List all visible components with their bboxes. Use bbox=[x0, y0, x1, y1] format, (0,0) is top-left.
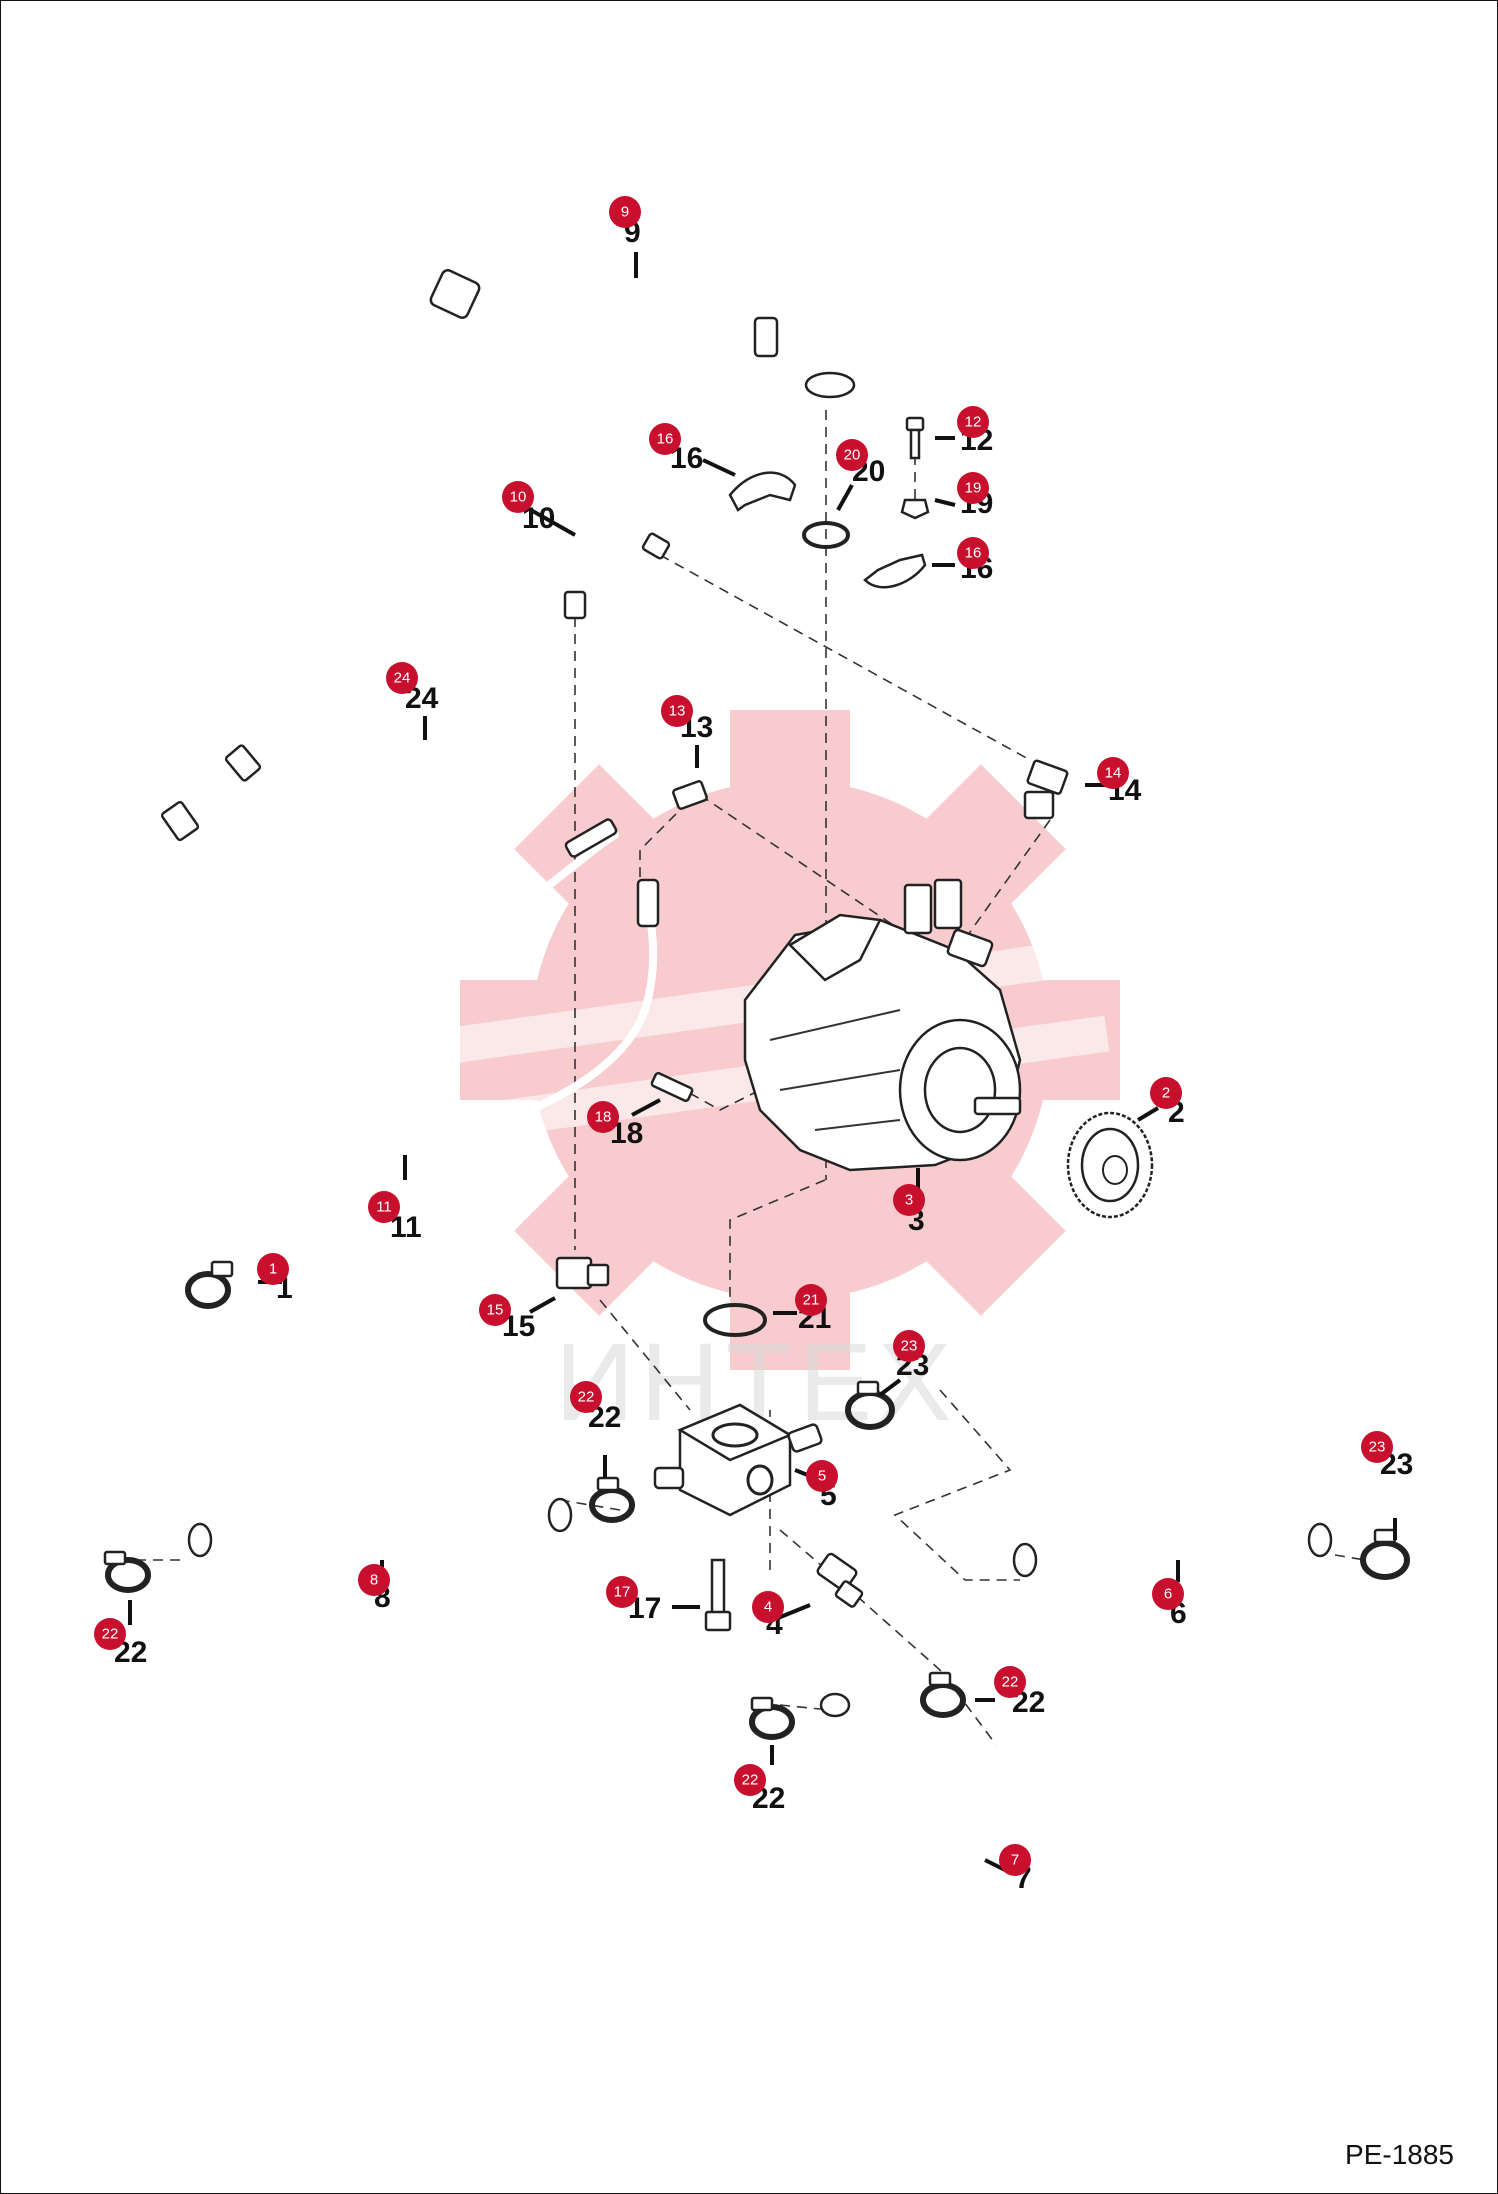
svg-text:20: 20 bbox=[844, 447, 861, 464]
svg-text:21: 21 bbox=[803, 1292, 820, 1309]
part-12-bolt bbox=[905, 416, 925, 460]
svg-text:22: 22 bbox=[1002, 1674, 1019, 1691]
callout-8: 8 8 bbox=[358, 1564, 391, 1614]
part-20-oring bbox=[802, 521, 850, 549]
part-5-manifold-block bbox=[653, 1403, 823, 1517]
part-21-oring bbox=[703, 1303, 767, 1337]
svg-text:7: 7 bbox=[1011, 1852, 1019, 1869]
callout-23-right: 23 23 bbox=[1361, 1431, 1413, 1481]
svg-text:9: 9 bbox=[621, 204, 629, 221]
part-10-tube bbox=[563, 514, 671, 620]
part-9-hose bbox=[405, 240, 856, 400]
callout-11: 11 11 bbox=[368, 1191, 422, 1244]
part-24-hose bbox=[224, 744, 619, 948]
svg-text:23: 23 bbox=[1369, 1439, 1386, 1456]
callout-4: 4 4 bbox=[752, 1591, 784, 1641]
svg-text:18: 18 bbox=[595, 1109, 612, 1126]
callout-20: 20 20 bbox=[836, 439, 885, 488]
part-3-pump bbox=[743, 878, 1022, 1172]
part-8-hose bbox=[185, 1497, 575, 1558]
svg-text:5: 5 bbox=[818, 1468, 826, 1485]
callouts: 9 9 12 12 16 16 20 20 19 19 bbox=[94, 196, 1413, 1895]
callout-22-left: 22 22 bbox=[94, 1618, 147, 1669]
svg-text:24: 24 bbox=[394, 670, 411, 687]
svg-text:14: 14 bbox=[1105, 765, 1122, 782]
document-code: PE-1885 bbox=[1345, 2139, 1454, 2170]
svg-text:17: 17 bbox=[614, 1584, 631, 1601]
callout-3: 3 3 bbox=[893, 1184, 925, 1237]
part-11-hose bbox=[160, 800, 660, 1183]
part-2-gear bbox=[1066, 1111, 1154, 1219]
part-23-clamp-right bbox=[1360, 1528, 1410, 1580]
part-1-clamp bbox=[185, 1260, 234, 1309]
svg-text:22: 22 bbox=[742, 1772, 759, 1789]
svg-text:15: 15 bbox=[487, 1302, 504, 1319]
svg-text:8: 8 bbox=[370, 1572, 378, 1589]
svg-text:16: 16 bbox=[965, 545, 982, 562]
callout-16-upper: 16 16 bbox=[649, 423, 703, 475]
callout-22-center: 22 22 bbox=[570, 1381, 621, 1434]
callout-12: 12 12 bbox=[957, 406, 993, 457]
callout-22-lower: 22 22 bbox=[734, 1764, 785, 1815]
svg-text:12: 12 bbox=[965, 414, 982, 431]
svg-text:16: 16 bbox=[657, 431, 674, 448]
svg-text:1: 1 bbox=[269, 1261, 277, 1278]
callout-21: 21 21 bbox=[795, 1284, 831, 1335]
assembly-guide-lines bbox=[130, 410, 1366, 1751]
part-4-fitting bbox=[816, 1552, 864, 1608]
callout-9: 9 9 bbox=[609, 196, 641, 249]
callout-24: 24 24 bbox=[386, 662, 439, 715]
callout-15: 15 15 bbox=[479, 1294, 535, 1343]
part-22-clamp-left bbox=[103, 1550, 151, 1593]
part-14-fitting bbox=[1023, 759, 1069, 820]
svg-text:22: 22 bbox=[102, 1626, 119, 1643]
callout-17: 17 17 bbox=[606, 1576, 661, 1625]
callout-22-right: 22 22 bbox=[994, 1666, 1045, 1719]
svg-text:4: 4 bbox=[764, 1599, 772, 1616]
svg-text:2: 2 bbox=[1162, 1085, 1170, 1102]
callout-13: 13 13 bbox=[661, 695, 713, 744]
callout-23-center: 23 23 bbox=[893, 1330, 929, 1382]
part-18-bolt bbox=[650, 1071, 694, 1103]
part-13-fitting bbox=[672, 780, 708, 810]
svg-text:11: 11 bbox=[376, 1199, 392, 1216]
svg-text:22: 22 bbox=[578, 1389, 595, 1406]
callout-16-lower: 16 16 bbox=[957, 537, 993, 585]
part-22-clamp-right bbox=[920, 1671, 966, 1718]
callout-6: 6 6 bbox=[1152, 1578, 1187, 1630]
part-17-bolt bbox=[704, 1558, 732, 1632]
callout-5: 5 5 bbox=[806, 1460, 838, 1512]
part-16-clamp-lower bbox=[863, 553, 927, 589]
svg-text:13: 13 bbox=[669, 703, 686, 720]
svg-text:3: 3 bbox=[905, 1192, 913, 1209]
callout-14: 14 14 bbox=[1097, 757, 1142, 807]
callout-7: 7 7 bbox=[999, 1844, 1032, 1895]
svg-text:6: 6 bbox=[1164, 1586, 1172, 1603]
callout-2: 2 2 bbox=[1150, 1077, 1185, 1129]
callout-1: 1 1 bbox=[257, 1253, 293, 1305]
callout-19: 19 19 bbox=[957, 472, 993, 520]
part-15-fitting bbox=[555, 1256, 610, 1290]
callout-10: 10 10 bbox=[502, 481, 555, 535]
part-23-clamp-center bbox=[845, 1380, 895, 1430]
part-7-hose bbox=[819, 1690, 1042, 1915]
callout-18: 18 18 bbox=[587, 1101, 643, 1150]
svg-text:19: 19 bbox=[965, 480, 982, 497]
part-22-clamp-center bbox=[589, 1476, 635, 1523]
part-6-hose bbox=[1010, 1503, 1335, 1578]
part-22-clamp-lower bbox=[749, 1696, 795, 1740]
svg-text:10: 10 bbox=[510, 489, 527, 506]
svg-text:23: 23 bbox=[901, 1338, 918, 1355]
part-16-clamp-upper bbox=[728, 471, 797, 512]
part-19-washer bbox=[900, 498, 930, 520]
